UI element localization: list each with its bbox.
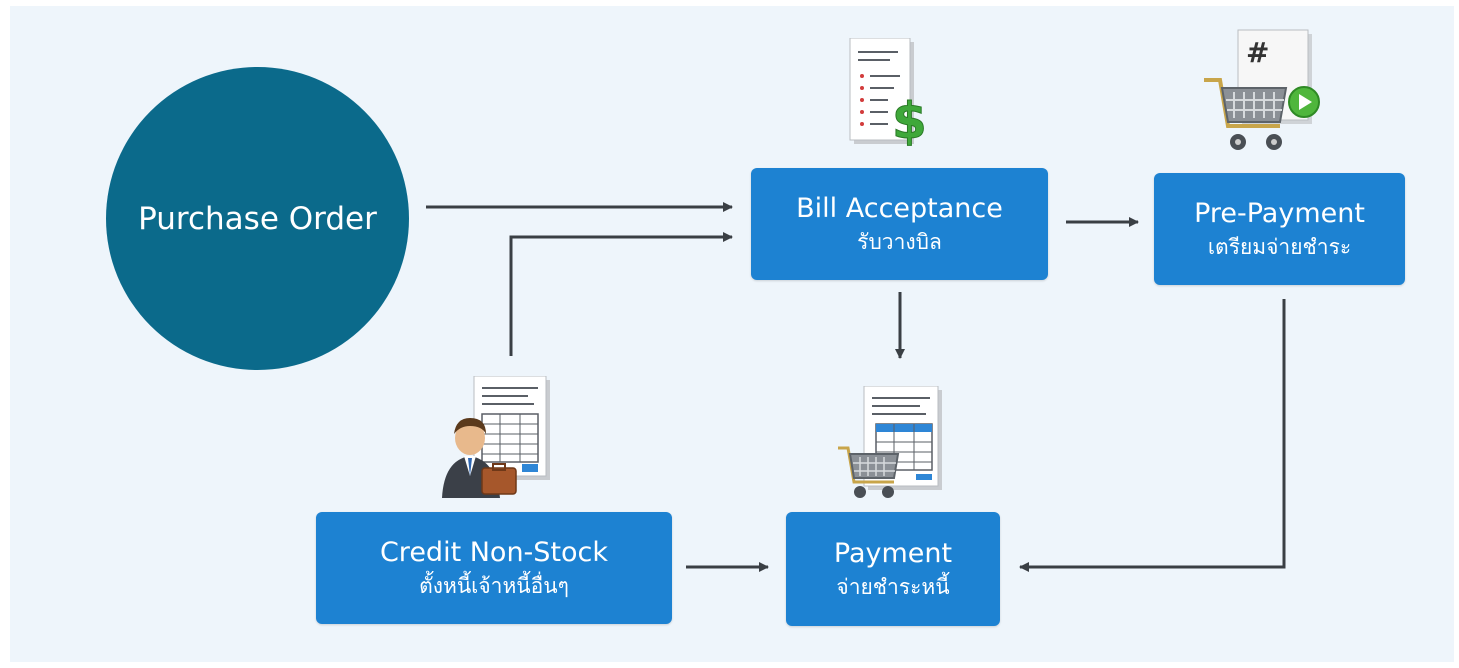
svg-text:#: # xyxy=(1246,36,1269,69)
bill-acceptance-node: Bill Acceptance รับวางบิล xyxy=(751,168,1048,280)
arrow-prepayment-to-payment xyxy=(1019,299,1286,572)
businessman-document-icon xyxy=(442,376,550,498)
payment-subtitle: จ่ายชำระหนี้ xyxy=(836,575,950,599)
credit-non-stock-subtitle: ตั้งหนี้เจ้าหนี้อื่นๆ xyxy=(419,574,569,598)
payment-node: Payment จ่ายชำระหนี้ xyxy=(786,512,1000,626)
bill-acceptance-subtitle: รับวางบิล xyxy=(857,230,942,254)
cart-document-icon xyxy=(838,386,942,498)
arrow-credit-to-bill xyxy=(509,232,733,356)
pre-payment-node: Pre-Payment เตรียมจ่ายชำระ xyxy=(1154,173,1405,285)
bill-dollar-icon: $ xyxy=(849,38,927,150)
pre-payment-subtitle: เตรียมจ่ายชำระ xyxy=(1207,235,1352,259)
purchase-order-node: Purchase Order xyxy=(106,67,409,370)
svg-text:$: $ xyxy=(892,92,927,150)
bill-acceptance-title: Bill Acceptance xyxy=(796,193,1003,224)
pre-payment-title: Pre-Payment xyxy=(1194,198,1365,229)
payment-title: Payment xyxy=(833,538,953,569)
credit-non-stock-node: Credit Non-Stock ตั้งหนี้เจ้าหนี้อื่นๆ xyxy=(316,512,672,624)
cart-payment-icon: # xyxy=(1204,29,1320,150)
purchase-order-label: Purchase Order xyxy=(138,200,377,237)
credit-non-stock-title: Credit Non-Stock xyxy=(379,537,609,568)
